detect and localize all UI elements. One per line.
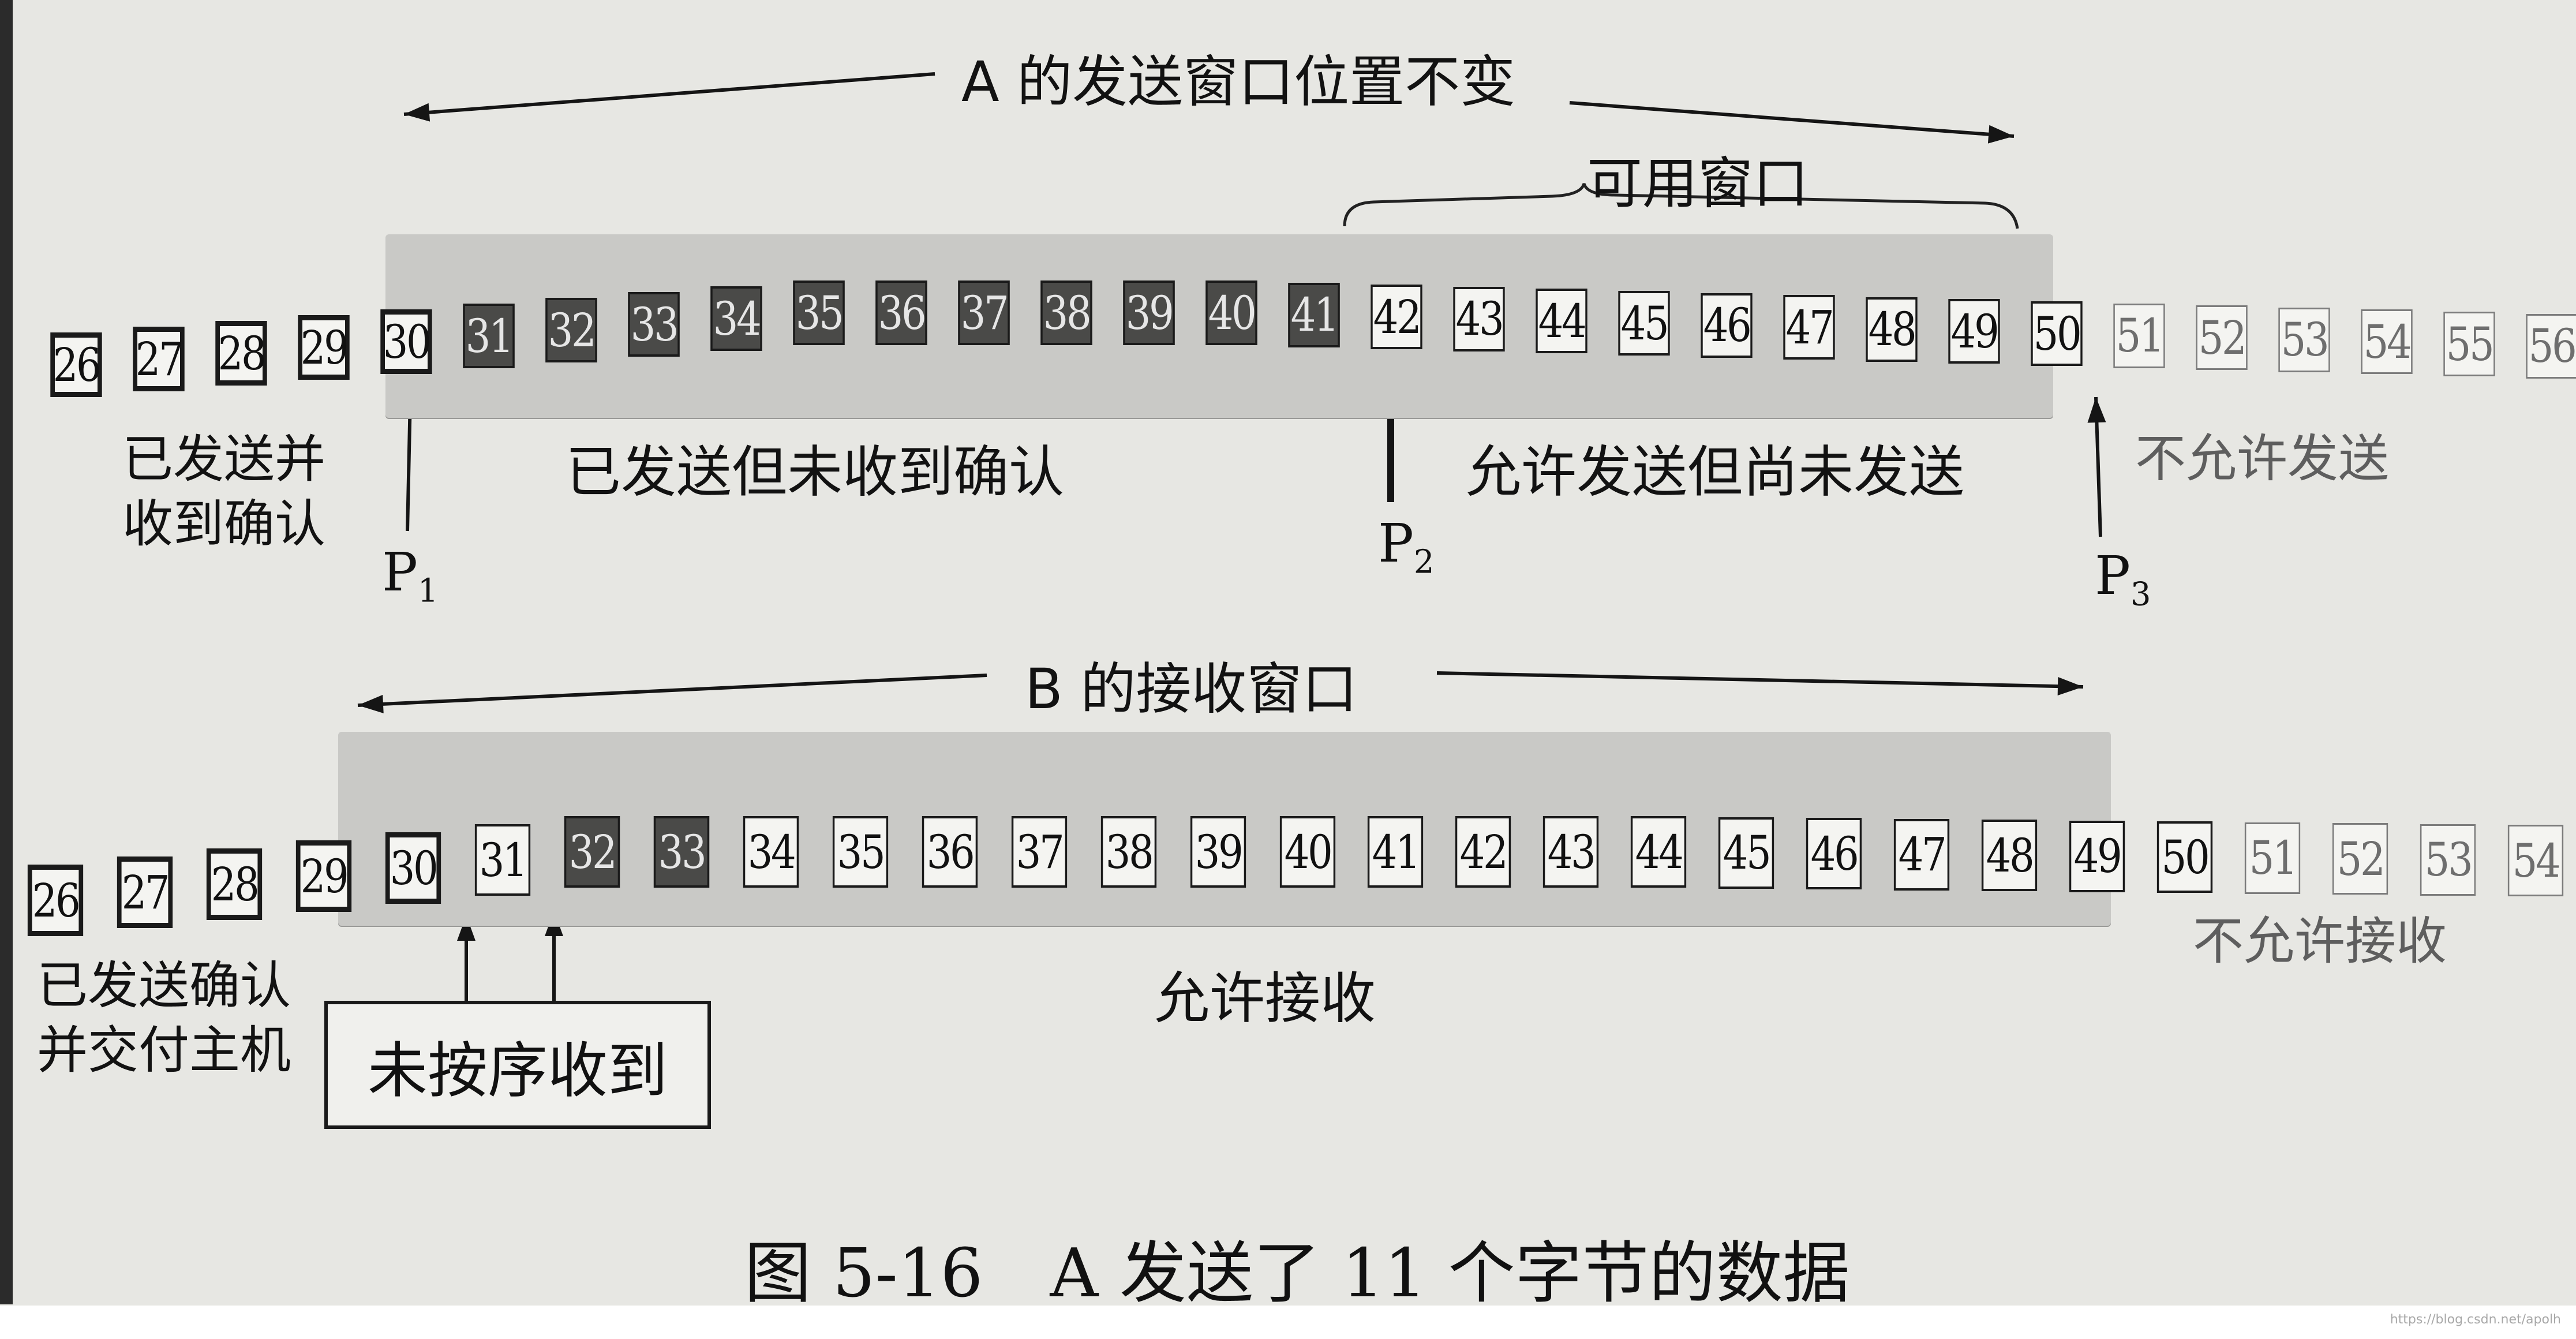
- out-of-order-arrow-32-head: [457, 915, 475, 941]
- out-of-order-box: 未按序收到: [324, 1001, 711, 1129]
- sender-byte-cell: 45: [1618, 291, 1670, 356]
- sender-byte-cell: 27: [133, 327, 185, 391]
- receiver-byte-cell: 31: [474, 824, 531, 896]
- receiver-byte-cell: 54: [2507, 825, 2564, 896]
- receiver-byte-cell: 27: [117, 856, 173, 928]
- sender-byte-cell: 29: [298, 315, 350, 380]
- sender-byte-cell: 48: [1866, 297, 1918, 362]
- pointer-p3-letter: P: [2095, 545, 2131, 607]
- receiver-acked-label: 已发送确认 并交付主机: [37, 956, 291, 1080]
- receiver-byte-cell: 44: [1630, 816, 1687, 888]
- receiver-byte-cell: 49: [2069, 820, 2125, 892]
- sender-title: A 的发送窗口位置不变: [961, 50, 1516, 114]
- allowed-receive-label: 允许接收: [1154, 966, 1376, 1031]
- receiver-byte-cell: 37: [1011, 816, 1068, 888]
- sender-byte-cell: 50: [2031, 301, 2083, 366]
- photo-bottom-strip: https://blog.csdn.net/apolh: [0, 1306, 2576, 1339]
- sender-span-arrow-left: [403, 72, 935, 116]
- receiver-byte-cell: 40: [1279, 816, 1336, 888]
- not-allowed-receive-label: 不允许接收: [2193, 911, 2447, 971]
- watermark-text: https://blog.csdn.net/apolh: [2390, 1312, 2561, 1327]
- sender-span-arrow-left-head: [404, 103, 430, 122]
- sender-span-arrow-right: [1569, 101, 2015, 138]
- sender-byte-cell: 44: [1536, 289, 1587, 354]
- sender-byte-cell: 46: [1701, 293, 1753, 358]
- receiver-byte-cell: 48: [1981, 820, 2038, 891]
- receiver-byte-cell: 41: [1367, 816, 1424, 888]
- sender-byte-cell: 26: [50, 332, 102, 397]
- pointer-p3: P3: [2095, 545, 2151, 613]
- receiver-byte-cell: 39: [1190, 816, 1246, 888]
- sent-unacked-label: 已发送但未收到确认: [566, 440, 1064, 504]
- pointer-p3-subscript: 3: [2130, 575, 2151, 614]
- figure-caption: 图 5-16 A 发送了 11 个字节的数据: [744, 1235, 1850, 1312]
- out-of-order-label: 未按序收到: [367, 1035, 668, 1106]
- receiver-byte-cell: 50: [2156, 821, 2213, 893]
- sender-byte-cell: 35: [793, 280, 845, 345]
- receiver-byte-cell: 36: [922, 816, 978, 888]
- receiver-byte-cell: 35: [832, 816, 889, 888]
- receiver-byte-cell: 34: [743, 816, 799, 888]
- sender-byte-cell: 51: [2113, 303, 2165, 368]
- receiver-byte-cell: 26: [27, 865, 84, 936]
- sender-byte-cell: 40: [1205, 280, 1257, 345]
- receiver-byte-cell: 42: [1455, 816, 1511, 888]
- pointer-p1: P1: [382, 541, 439, 609]
- sender-byte-cell: 32: [545, 298, 597, 362]
- sender-acked-label: 已发送并 收到确认: [122, 429, 326, 553]
- pointer-p2-letter: P: [1378, 513, 1414, 574]
- sender-byte-cell: 37: [958, 280, 1010, 345]
- sender-byte-cell: 55: [2443, 312, 2495, 376]
- pointer-p2-subscript: 2: [1413, 543, 1435, 581]
- receiver-byte-cell: 47: [1893, 818, 1950, 891]
- receiver-byte-cell: 43: [1542, 816, 1599, 888]
- book-edge: [0, 0, 13, 1304]
- available-window-label: 可用窗口: [1587, 151, 1809, 216]
- sender-byte-cell: 56: [2526, 313, 2576, 379]
- sender-byte-cell: 54: [2361, 309, 2413, 375]
- sender-byte-cell: 36: [875, 280, 927, 345]
- receiver-span-arrow-left: [357, 674, 987, 707]
- sender-byte-cell: 52: [2196, 305, 2248, 371]
- sender-byte-cell: 43: [1453, 286, 1505, 351]
- allowed-send-label: 允许发送但尚未发送: [1466, 440, 1964, 504]
- sender-byte-cell: 49: [1948, 299, 2000, 364]
- pointer-p1-subscript: 1: [417, 572, 439, 610]
- receiver-byte-cell: 30: [385, 832, 441, 904]
- sender-byte-cell: 53: [2278, 307, 2330, 372]
- receiver-byte-cell: 32: [564, 816, 620, 888]
- receiver-byte-cell: 51: [2244, 822, 2301, 894]
- receiver-title: B 的接收窗口: [1025, 657, 1358, 721]
- sender-byte-cell: 41: [1288, 282, 1340, 347]
- pointer-p3-arrow-head: [2087, 397, 2106, 423]
- receiver-byte-cell: 29: [295, 840, 352, 912]
- sender-byte-cell: 33: [628, 292, 680, 357]
- receiver-span-arrow-right: [1436, 671, 2084, 689]
- sender-byte-cell: 42: [1371, 285, 1422, 350]
- sender-byte-cell: 34: [710, 286, 762, 351]
- receiver-span-arrow-right-head: [2057, 677, 2083, 696]
- sender-span-arrow-right-head: [1987, 125, 2014, 144]
- sender-byte-cell: 39: [1123, 280, 1175, 345]
- receiver-byte-cell: 45: [1718, 817, 1774, 889]
- sender-byte-cell: 31: [463, 304, 515, 368]
- sender-byte-cell: 30: [380, 309, 432, 374]
- receiver-byte-cell: 33: [653, 816, 710, 888]
- receiver-byte-cell: 28: [206, 848, 263, 920]
- receiver-byte-cell: 38: [1100, 816, 1157, 888]
- available-window-brace: [1343, 183, 2019, 229]
- sender-byte-cell: 38: [1040, 280, 1092, 345]
- sender-byte-cell: 28: [215, 321, 267, 386]
- not-allowed-send-label: 不允许发送: [2135, 429, 2390, 488]
- pointer-p1-letter: P: [382, 541, 418, 603]
- sender-byte-cell: 47: [1783, 295, 1835, 360]
- pointer-p2: P2: [1378, 513, 1435, 581]
- receiver-byte-cell: 46: [1806, 818, 1862, 889]
- receiver-span-arrow-left-head: [358, 694, 384, 713]
- receiver-byte-cell: 53: [2420, 824, 2476, 896]
- receiver-byte-cell: 52: [2332, 823, 2388, 895]
